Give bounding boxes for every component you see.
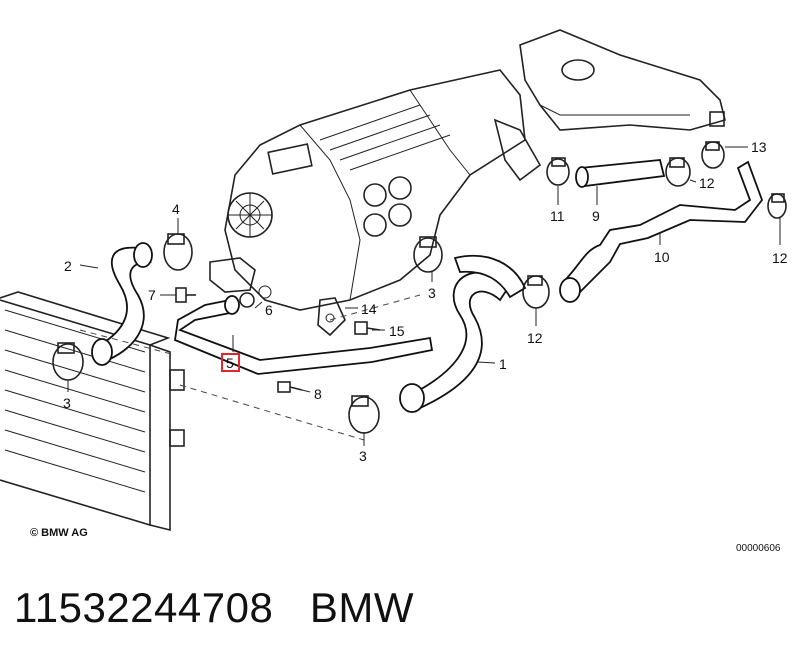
clamp-12a [522,275,550,309]
label-12b: 12 [699,175,715,191]
label-12c: 12 [772,250,788,266]
label-9: 9 [592,208,600,224]
label-12a: 12 [527,330,543,346]
expansion-tank [493,29,726,182]
radiator [0,291,185,532]
hose-1-end [399,383,425,413]
part-number: 11532244708 [14,584,274,631]
highlight-box [221,353,240,372]
bolt-7 [175,287,196,303]
clamp-3c [348,395,380,434]
label-15: 15 [389,323,405,339]
bolt-15 [354,321,381,335]
caption: 11532244708 BMW [14,584,414,632]
bolt-8 [277,381,303,393]
label-8: 8 [314,386,322,402]
label-14: 14 [361,301,377,317]
label-11: 11 [550,208,565,224]
hose-5-end [224,295,240,315]
leader-lines [67,146,781,446]
copyright-text: © BMW AG [30,527,88,539]
label-2: 2 [64,258,72,274]
guide-lines [79,294,421,441]
hose-2-end-lower [91,338,113,366]
label-13: 13 [751,139,767,155]
clamp-3b [413,236,443,273]
o-ring-6 [239,292,255,308]
clamp-11 [546,157,570,186]
brand-name: BMW [309,584,414,631]
label-3b: 3 [428,285,436,301]
hose-9 [578,159,666,187]
clamp-12b [665,157,691,187]
parts-diagram: 2 4 7 5 6 3 3 3 8 1 12 11 9 10 12 13 12 … [0,29,788,532]
hose-10-end [559,277,581,303]
label-4: 4 [172,201,180,217]
drawing-number: 00000606 [736,543,781,554]
clamp-13 [701,141,725,169]
hose-1-upper [453,254,527,299]
part-labels: 2 4 7 5 6 3 3 3 8 1 12 11 9 10 12 13 12 … [63,139,788,464]
label-10: 10 [654,249,670,265]
bracket-14 [317,297,346,337]
clamp-12c [767,193,787,219]
engine-block [209,69,526,311]
clamp-4 [163,233,193,271]
hose-9-end [575,166,589,188]
label-7: 7 [148,287,156,303]
hose-2-end [133,242,153,268]
label-1: 1 [499,356,507,372]
label-5: 5 [226,355,234,371]
label-6: 6 [265,302,273,318]
label-3c: 3 [359,448,367,464]
hose-10 [563,160,764,294]
label-3a: 3 [63,395,71,411]
